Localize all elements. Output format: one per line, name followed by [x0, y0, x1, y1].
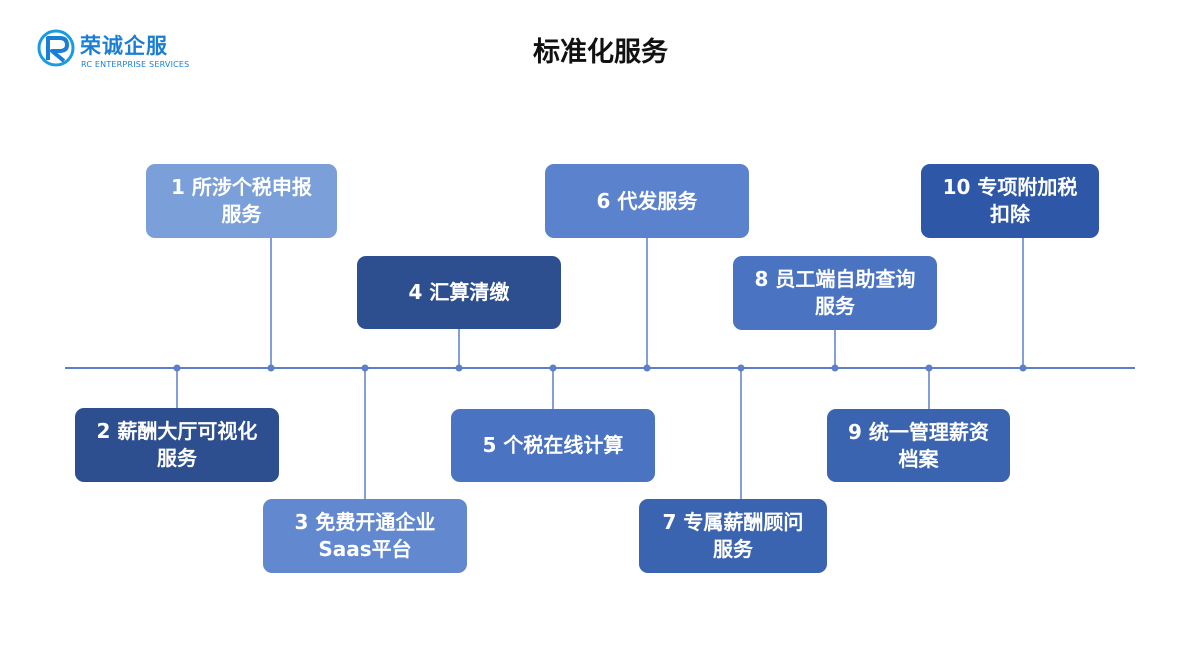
axis-dot-9 — [925, 364, 933, 372]
service-card-3: 3 免费开通企业 Saas平台 — [263, 499, 467, 573]
page-title: 标准化服务 — [533, 37, 668, 68]
axis-dot-7 — [737, 364, 745, 372]
service-card-9: 9 统一管理薪资 档案 — [827, 409, 1010, 482]
axis-dot-5 — [549, 364, 557, 372]
axis-dot-6 — [643, 364, 651, 372]
service-card-1: 1 所涉个税申报 服务 — [146, 164, 337, 238]
service-card-2: 2 薪酬大厅可视化 服务 — [75, 408, 279, 482]
axis-dot-1 — [267, 364, 275, 372]
service-card-7: 7 专属薪酬顾问 服务 — [639, 499, 827, 573]
brand-logo: 荣诚企服 RC ENTERPRISE SERVICES — [34, 26, 194, 74]
brand-tagline: RC ENTERPRISE SERVICES — [81, 60, 190, 69]
axis-dot-8 — [831, 364, 839, 372]
service-card-8: 8 员工端自助查询 服务 — [733, 256, 937, 330]
axis-dot-3 — [361, 364, 369, 372]
axis-dot-4 — [455, 364, 463, 372]
axis-dot-10 — [1019, 364, 1027, 372]
service-card-5: 5 个税在线计算 — [451, 409, 655, 482]
brand-name: 荣诚企服 — [80, 34, 168, 58]
axis-dot-2 — [173, 364, 181, 372]
service-card-10: 10 专项附加税 扣除 — [921, 164, 1099, 238]
service-card-6: 6 代发服务 — [545, 164, 749, 238]
service-card-4: 4 汇算清缴 — [357, 256, 561, 329]
rc-logo-icon — [37, 29, 75, 67]
